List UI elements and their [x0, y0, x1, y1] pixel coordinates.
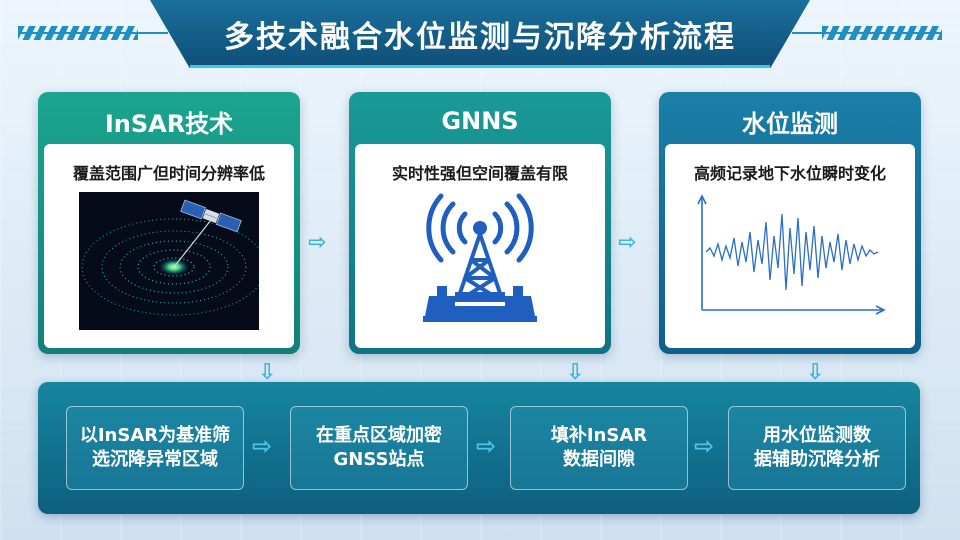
arrow-down-icon: ⇩ [258, 360, 277, 385]
page-title: 多技术融合水位监测与沉降分析流程 [224, 20, 736, 55]
card-insar: InSAR技术 覆盖范围广但时间分辨率低 [38, 92, 300, 354]
card-gnns: GNNS 实时性强但空间覆盖有限 [349, 92, 611, 354]
process-step-3-line2: 数据间隙 [563, 449, 635, 470]
card-insar-body: 覆盖范围广但时间分辨率低 [44, 144, 294, 348]
title-decoration-left [18, 26, 138, 40]
process-step-3: 填补InSAR 数据间隙 [510, 406, 688, 490]
process-step-1-line1: 以InSAR为基准筛 [79, 424, 231, 446]
card-gnns-subtitle: 实时性强但空间覆盖有限 [391, 164, 568, 183]
process-step-4: 用水位监测数 据辅助沉降分析 [728, 406, 906, 490]
title-banner: 多技术融合水位监测与沉降分析流程 [150, 0, 810, 68]
arrow-right-icon: ⇨ [476, 432, 497, 460]
arrow-right-icon: ⇨ [618, 230, 637, 255]
process-step-2: 在重点区域加密 GNSS站点 [290, 406, 468, 490]
process-panel: 以InSAR为基准筛 选沉降异常区域 ⇨ 在重点区域加密 GNSS站点 ⇨ 填补… [38, 382, 920, 514]
satellite-radar-icon [79, 192, 267, 334]
card-water-level-subtitle: 高频记录地下水位瞬时变化 [693, 164, 886, 183]
process-step-2-line1: 在重点区域加密 [316, 424, 442, 446]
waveform-chart-icon [690, 192, 890, 328]
arrow-down-icon: ⇩ [806, 360, 825, 385]
card-insar-header: InSAR技术 [104, 109, 234, 138]
arrow-right-icon: ⇨ [252, 432, 273, 460]
process-step-2-line2: GNSS站点 [333, 449, 425, 470]
signal-tower-icon [415, 192, 545, 332]
arrow-right-icon: ⇨ [308, 230, 327, 255]
card-insar-subtitle: 覆盖范围广但时间分辨率低 [72, 164, 265, 183]
arrow-down-icon: ⇩ [566, 360, 585, 385]
card-gnns-body: 实时性强但空间覆盖有限 [355, 144, 605, 348]
card-water-level-header: 水位监测 [742, 109, 838, 138]
process-step-1-line2: 选沉降异常区域 [92, 449, 218, 470]
title-decoration-right [822, 26, 942, 40]
process-step-3-line1: 填补InSAR [550, 424, 648, 446]
arrow-right-icon: ⇨ [694, 432, 715, 460]
card-water-level-body: 高频记录地下水位瞬时变化 [665, 144, 915, 348]
card-gnns-header: GNNS [441, 107, 519, 135]
card-water-level: 水位监测 高频记录地下水位瞬时变化 [659, 92, 921, 354]
process-step-4-line1: 用水位监测数 [763, 424, 871, 446]
process-step-1: 以InSAR为基准筛 选沉降异常区域 [66, 406, 244, 490]
process-step-4-line2: 据辅助沉降分析 [754, 449, 880, 470]
